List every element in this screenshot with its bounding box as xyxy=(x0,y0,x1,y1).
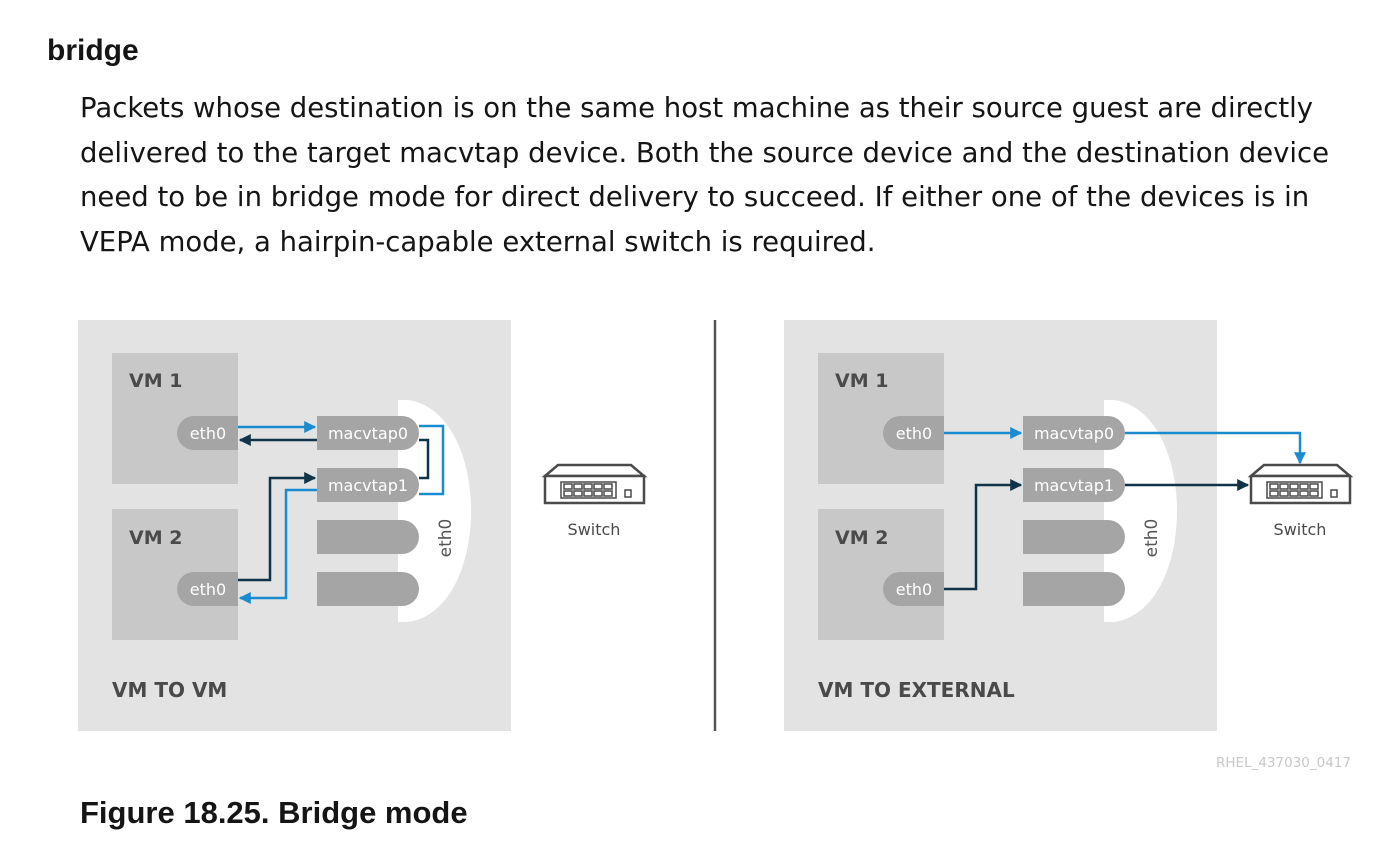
vm2-label: VM 2 xyxy=(129,527,182,549)
term-description: Packets whose destination is on the same… xyxy=(80,92,1330,258)
macvtap0-to-switch-arrow xyxy=(1125,431,1306,465)
macvtap1-to-vm2-arrow xyxy=(238,488,317,604)
switch-icon xyxy=(541,463,648,505)
host-eth0-shape xyxy=(1104,400,1177,622)
left-panel: VM 1 VM 2 eth0 eth0 eth0 macvtap0 macvta… xyxy=(78,320,511,731)
macvtap0-label: macvtap0 xyxy=(328,424,408,443)
right-panel: VM 1 VM 2 eth0 eth0 eth0 macvtap0 macvta… xyxy=(784,320,1306,731)
macvtap0-label: macvtap0 xyxy=(1034,424,1114,443)
vm1-label: VM 1 xyxy=(129,370,182,392)
hairpin-loop-blue xyxy=(419,424,445,496)
macvtap1-label: macvtap1 xyxy=(1034,476,1114,495)
hairpin-loop-dark xyxy=(419,438,430,480)
vm1-label: VM 1 xyxy=(835,370,888,392)
vm1-eth0-label: eth0 xyxy=(896,424,932,443)
host-eth0-label: eth0 xyxy=(436,519,456,558)
macvtap-slot-empty xyxy=(1023,520,1125,554)
macvtap-slot-empty xyxy=(317,520,419,554)
macvtap0-pill xyxy=(1023,416,1125,450)
switch-icon xyxy=(1247,463,1354,505)
host-eth0-shape xyxy=(398,400,471,622)
vm2-to-macvtap1-arrow xyxy=(944,479,1023,591)
vm2-label: VM 2 xyxy=(835,527,888,549)
macvtap1-pill xyxy=(317,468,419,502)
panel-caption: VM TO EXTERNAL xyxy=(818,678,1015,702)
term-heading: bridge xyxy=(47,34,139,67)
vm1-eth0-label: eth0 xyxy=(190,424,226,443)
figure-caption: Figure 18.25. Bridge mode xyxy=(80,795,468,830)
vm2-to-macvtap1-arrow xyxy=(238,472,317,582)
switch-label: Switch xyxy=(568,520,621,539)
bridge-mode-diagram: VM 1 VM 2 eth0 eth0 eth0 macvtap0 macvta… xyxy=(78,320,1354,771)
macvtap0-pill xyxy=(317,416,419,450)
macvtap1-pill xyxy=(1023,468,1125,502)
image-id-label: RHEL_437030_0417 xyxy=(1216,755,1351,771)
host-eth0-label: eth0 xyxy=(1142,519,1162,558)
macvtap-slot-empty xyxy=(1023,572,1125,606)
switch-label: Switch xyxy=(1274,520,1327,539)
macvtap-slot-empty xyxy=(317,572,419,606)
vm2-eth0-label: eth0 xyxy=(896,580,932,599)
panel-caption: VM TO VM xyxy=(112,678,227,702)
vm2-eth0-label: eth0 xyxy=(190,580,226,599)
macvtap1-label: macvtap1 xyxy=(328,476,408,495)
